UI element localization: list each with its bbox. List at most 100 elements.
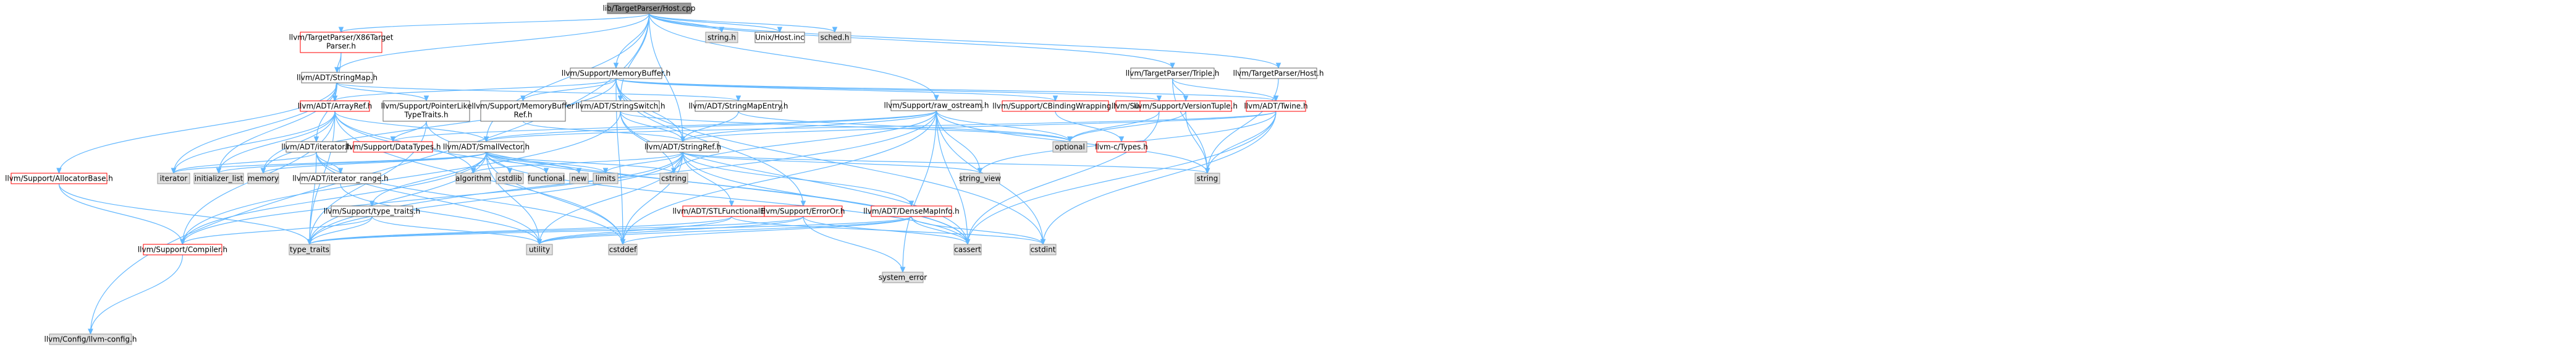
node-stlfunc[interactable]: llvm/ADT/STLFunctionalExtras.h xyxy=(672,205,791,217)
node-iterator-label: iterator xyxy=(160,174,188,183)
edge-twine-to-smallvector xyxy=(483,111,1277,143)
node-triple[interactable]: llvm/TargetParser/Triple.h xyxy=(1126,67,1220,79)
edge-memorybuffer-to-arrayref xyxy=(332,78,617,102)
node-datatypes-label: llvm/Support/DataTypes.h xyxy=(345,143,441,152)
node-cstring: cstring xyxy=(659,173,688,184)
node-type_traits-label: type_traits xyxy=(290,246,329,254)
node-raw_ostream-label: llvm/Support/raw_ostream.h xyxy=(884,101,989,110)
node-system_error-label: system_error xyxy=(879,273,927,282)
node-tphost[interactable]: llvm/TargetParser/Host.h xyxy=(1233,67,1324,79)
node-stringswitch[interactable]: llvm/ADT/StringSwitch.h xyxy=(575,100,665,112)
edge-smentry-to-optional xyxy=(738,111,1073,143)
node-erroror[interactable]: llvm/Support/ErrorOr.h xyxy=(762,205,845,217)
node-x86-label: llvm/TargetParser/X86Target xyxy=(289,33,394,42)
node-ptrlike-label: llvm/Support/PointerLike xyxy=(381,102,471,111)
node-stringref-label: llvm/ADT/StringRef.h xyxy=(644,143,721,152)
edge-root-to-sched xyxy=(648,13,838,33)
node-smallvector[interactable]: llvm/ADT/SmallVector.h xyxy=(443,141,530,153)
node-unixhost[interactable]: Unix/Host.inc xyxy=(754,32,805,43)
node-cbinding-label: llvm/Support/CBindingWrapping.h xyxy=(992,102,1118,111)
node-cstddef-label: cstddef xyxy=(609,246,637,254)
node-versiontuple[interactable]: llvm/Support/VersionTuple.h xyxy=(1134,100,1238,112)
node-cstring-label: cstring xyxy=(661,174,686,183)
node-root: lib/TargetParser/Host.cpp xyxy=(602,2,696,14)
node-memorybuffer-label: llvm/Support/MemoryBuffer.h xyxy=(562,69,671,78)
node-arrayref[interactable]: llvm/ADT/ArrayRef.h xyxy=(298,100,373,112)
edge-versiontuple-to-optional xyxy=(1067,111,1186,143)
edge-ptrlike-to-datatypes xyxy=(390,121,427,143)
node-llvmconfig-label: llvm/Config/llvm-config.h xyxy=(44,335,137,344)
node-cbinding[interactable]: llvm/Support/CBindingWrapping.h xyxy=(992,100,1118,112)
node-mbref-label: llvm/Support/MemoryBuffer xyxy=(471,102,574,111)
node-string_h: string.h xyxy=(705,32,738,43)
node-typetraits_h[interactable]: llvm/Support/type_traits.h xyxy=(324,205,421,217)
nodes: lib/TargetParser/Host.cpp llvm/TargetPars… xyxy=(5,2,1324,345)
node-stringswitch-label: llvm/ADT/StringSwitch.h xyxy=(575,102,665,111)
node-cstddef: cstddef xyxy=(608,244,638,255)
node-init_list: initializer_list xyxy=(193,173,244,184)
edge-stringref-to-densemapinfo xyxy=(682,152,914,207)
node-stringmap-label: llvm/ADT/StringMap.h xyxy=(297,74,378,82)
edge-twine-to-stringref xyxy=(680,111,1277,143)
node-stringref[interactable]: llvm/ADT/StringRef.h xyxy=(644,141,721,153)
node-string_h-label: string.h xyxy=(707,33,736,42)
node-algorithm-label: algorithm xyxy=(455,174,491,183)
edge-stringref-to-algorithm xyxy=(470,152,683,174)
edge-iterator_h-to-iterator xyxy=(171,152,317,174)
node-memory: memory xyxy=(247,173,279,184)
edge-stringmap-to-ptrlike xyxy=(336,82,429,102)
edge-typetraits_h-to-compiler xyxy=(180,216,373,246)
edge-twine-to-cassert xyxy=(965,111,1277,246)
edge-root-to-unixhost xyxy=(648,13,783,33)
edge-cbinding-to-ctypes xyxy=(1055,111,1125,143)
edge-smallvector-to-new xyxy=(486,152,582,174)
node-stringmap[interactable]: llvm/ADT/StringMap.h xyxy=(297,72,378,84)
edge-densemapinfo-to-utility xyxy=(536,216,912,246)
node-typetraits_h-label: llvm/Support/type_traits.h xyxy=(324,207,421,216)
node-datatypes[interactable]: llvm/Support/DataTypes.h xyxy=(345,141,441,153)
edge-smallvector-to-cstdlib xyxy=(486,152,513,174)
node-new: new xyxy=(569,173,589,184)
node-utility: utility xyxy=(526,244,553,255)
node-cassert-label: cassert xyxy=(954,246,981,254)
edge-memorybuffer-to-alignment xyxy=(615,78,1162,102)
edge-densemapinfo-to-type_traits xyxy=(306,216,912,246)
node-iter_range[interactable]: llvm/ADT/iterator_range.h xyxy=(292,173,389,184)
edge-root-to-tphost xyxy=(648,13,1282,69)
node-cstdlib-label: cstdlib xyxy=(497,174,522,183)
node-string_view: string_view xyxy=(959,173,1001,184)
node-smentry-label: llvm/ADT/StringMapEntry.h xyxy=(688,102,788,111)
edge-raw_ostream-to-datatypes xyxy=(390,110,937,143)
node-functional: functional xyxy=(528,173,565,184)
node-iterator: iterator xyxy=(157,173,190,184)
edge-x86-to-stringmap xyxy=(334,52,342,74)
node-iter_range-label: llvm/ADT/iterator_range.h xyxy=(292,174,388,183)
edge-root-to-raw_ostream xyxy=(648,13,939,101)
edge-stringmap-to-smentry xyxy=(336,82,741,102)
node-string-label: string xyxy=(1197,174,1218,183)
edge-memorybuffer-to-mbref xyxy=(520,78,617,102)
node-iterator_h[interactable]: llvm/ADT/iterator.h xyxy=(281,141,352,153)
node-compiler[interactable]: llvm/Support/Compiler.h xyxy=(138,244,227,255)
node-algorithm: algorithm xyxy=(455,173,491,184)
node-allocbase[interactable]: llvm/Support/AllocatorBase.h xyxy=(5,173,113,184)
edge-smallvector-to-compiler xyxy=(180,152,487,246)
node-densemapinfo-label: llvm/ADT/DenseMapInfo.h xyxy=(863,207,959,216)
node-ctypes[interactable]: llvm-c/Types.h xyxy=(1095,141,1148,153)
edge-densemapinfo-to-cstddef xyxy=(620,216,912,246)
node-smentry[interactable]: llvm/ADT/StringMapEntry.h xyxy=(688,100,788,112)
node-raw_ostream[interactable]: llvm/Support/raw_ostream.h xyxy=(884,100,989,111)
node-unixhost-label: Unix/Host.inc xyxy=(755,33,804,42)
edge-stringref-to-stlfunc xyxy=(682,152,735,207)
node-mbref-label: Ref.h xyxy=(514,111,533,119)
node-init_list-label: initializer_list xyxy=(195,174,243,183)
node-allocbase-label: llvm/Support/AllocatorBase.h xyxy=(5,174,113,183)
node-twine[interactable]: llvm/ADT/Twine.h xyxy=(1244,100,1308,112)
node-memorybuffer[interactable]: llvm/Support/MemoryBuffer.h xyxy=(562,67,671,79)
node-densemapinfo[interactable]: llvm/ADT/DenseMapInfo.h xyxy=(863,205,960,217)
node-smallvector-label: llvm/ADT/SmallVector.h xyxy=(443,143,530,152)
edge-smentry-to-stringref xyxy=(680,111,739,143)
